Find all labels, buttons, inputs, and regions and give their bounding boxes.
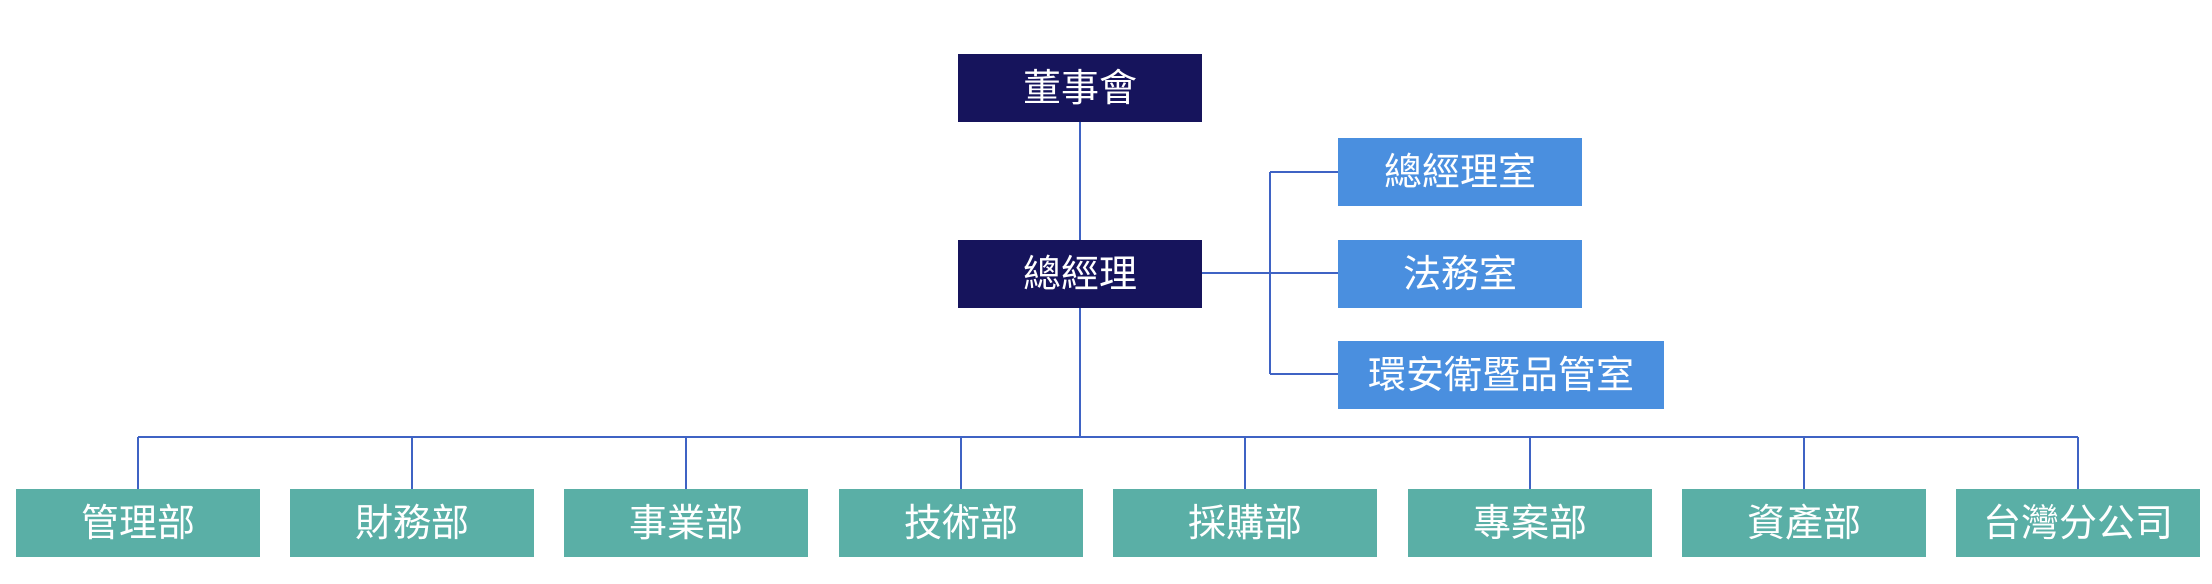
general-manager-node: 總經理: [958, 240, 1202, 308]
department-management: 管理部: [16, 489, 260, 557]
department-label: 管理部: [80, 501, 195, 545]
department-label: 資產部: [1746, 501, 1861, 545]
department-projects: 專案部: [1408, 489, 1652, 557]
department-label: 台灣分公司: [1982, 501, 2173, 545]
department-finance: 財務部: [290, 489, 534, 557]
department-label: 財務部: [354, 501, 469, 545]
board-node: 董事會: [958, 54, 1202, 122]
staff-office-gm-office: 總經理室: [1338, 138, 1582, 206]
staff-office-ehs-qa: 環安衛暨品管室: [1338, 341, 1664, 409]
department-technology: 技術部: [839, 489, 1083, 557]
staff-office-label: 總經理室: [1383, 150, 1536, 194]
department-label: 技術部: [903, 501, 1018, 545]
department-business: 事業部: [564, 489, 808, 557]
department-procurement: 採購部: [1113, 489, 1377, 557]
general-manager-label: 總經理: [1022, 252, 1137, 296]
staff-office-legal: 法務室: [1338, 240, 1582, 308]
staff-office-label: 法務室: [1402, 252, 1517, 296]
department-taiwan-branch: 台灣分公司: [1956, 489, 2200, 557]
department-label: 事業部: [628, 501, 743, 545]
department-assets: 資產部: [1682, 489, 1926, 557]
board-label: 董事會: [1022, 66, 1137, 110]
department-label: 專案部: [1472, 501, 1587, 545]
department-label: 採購部: [1187, 501, 1302, 545]
staff-office-label: 環安衛暨品管室: [1367, 353, 1634, 397]
